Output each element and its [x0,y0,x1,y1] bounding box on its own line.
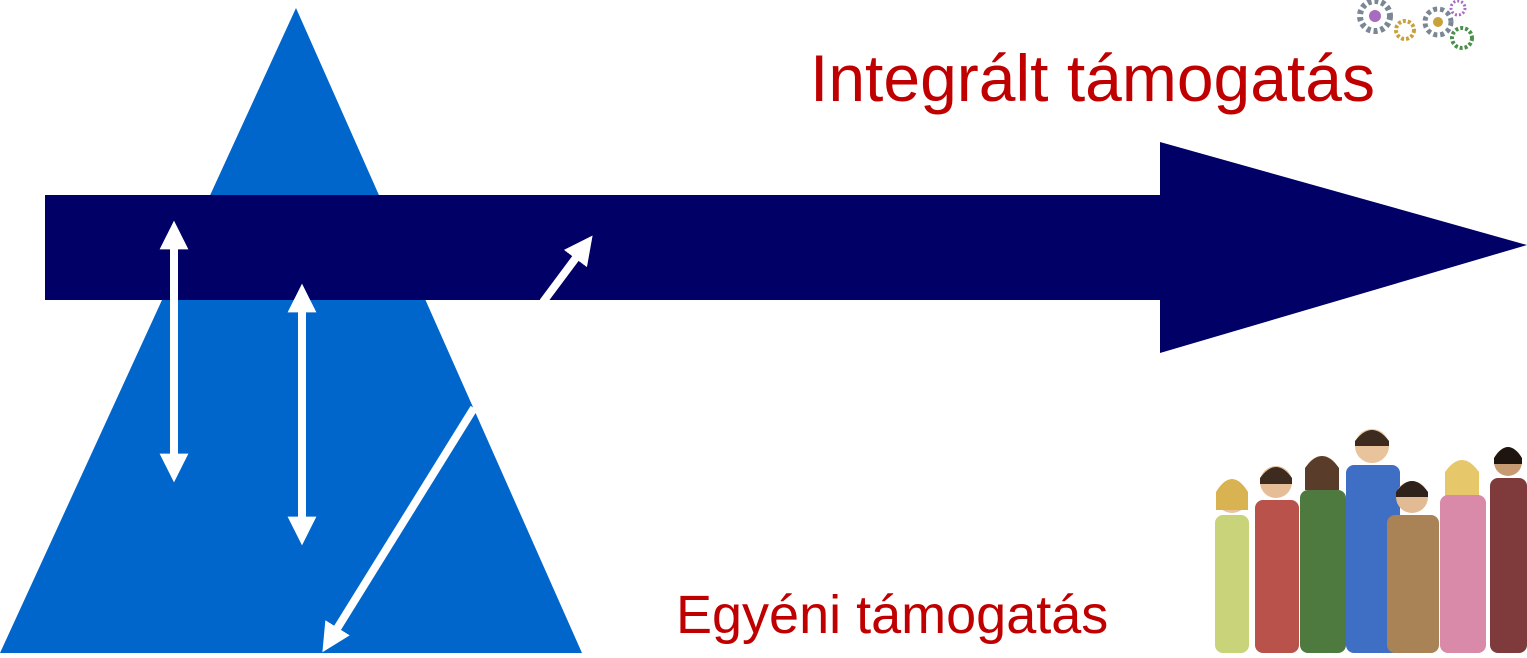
integrated-support-arrow [45,142,1527,353]
diagonal-arrow-upper [539,235,593,305]
individual-support-label: Egyéni támogatás [676,585,1109,645]
group-of-people-photo [1215,429,1527,653]
pyramid-triangle [0,8,582,653]
integrated-support-label: Integrált támogatás [810,41,1375,115]
diagonal-arrow-lower [322,405,478,653]
gears-icon [1357,0,1474,50]
